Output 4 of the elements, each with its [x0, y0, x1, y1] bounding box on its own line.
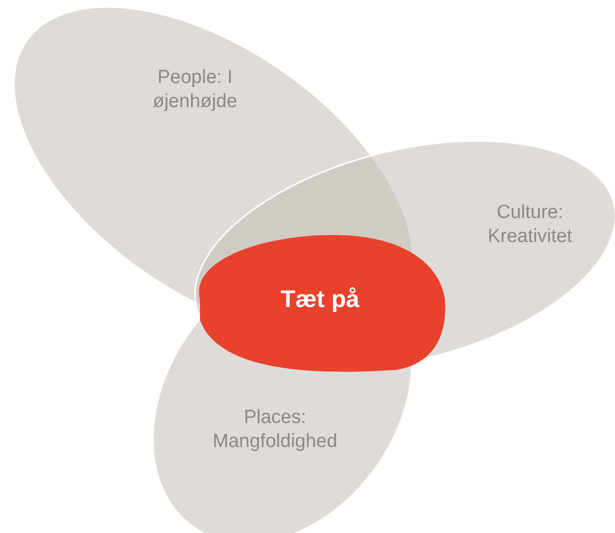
set-label: Places: Mangfoldighed — [212, 406, 338, 454]
center-label: Tæt på — [280, 288, 360, 312]
set-label: Culture: Kreativitet — [486, 200, 574, 249]
set-label: People: I øjenhøjde — [152, 66, 238, 114]
